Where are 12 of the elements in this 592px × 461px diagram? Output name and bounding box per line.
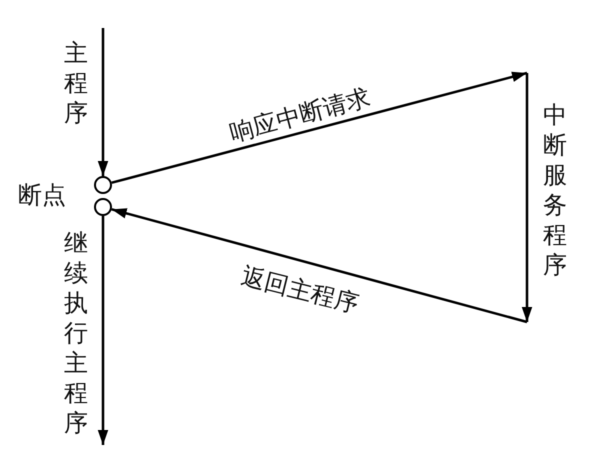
arrow — [98, 216, 108, 445]
breakpoint-label: 断点 — [18, 183, 66, 207]
edge-label: 继续执行主程序 — [64, 228, 89, 438]
side-label: 中断服务程序 — [543, 100, 568, 280]
edge-label: 返回主程序 — [238, 264, 362, 316]
arrow — [98, 28, 108, 176]
edge-label: 响应中断请求 — [227, 84, 373, 146]
arrow — [111, 72, 528, 184]
arrow — [111, 208, 528, 324]
breakpoint-circle — [94, 198, 112, 216]
breakpoint-circle — [94, 176, 112, 194]
edge-label: 主程序 — [64, 38, 89, 128]
